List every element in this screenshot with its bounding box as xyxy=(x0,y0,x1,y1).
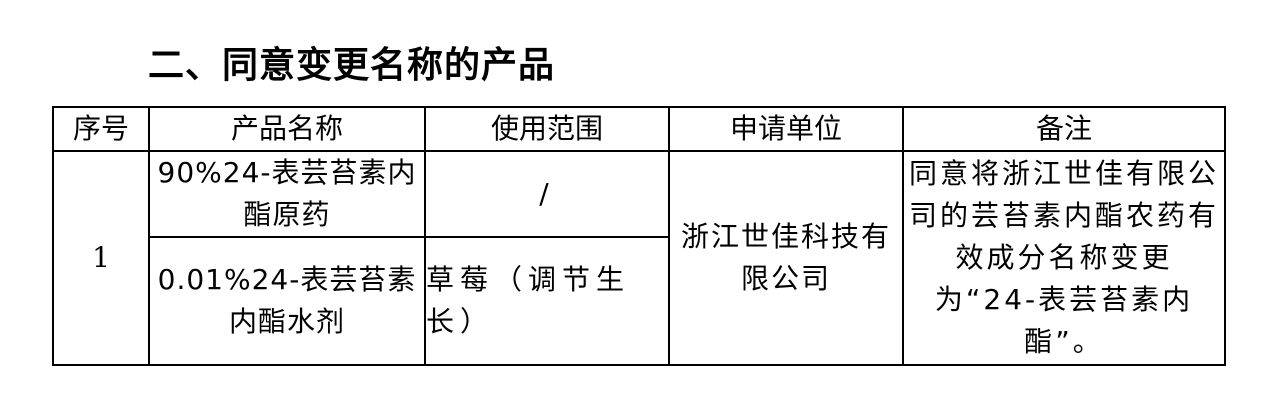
table-row: 0.01%24-表芸苔素内酯水剂 草莓（调节生长） xyxy=(53,236,1225,366)
header-remarks: 备注 xyxy=(902,106,1226,152)
table-header-row: 序号 产品名称 使用范围 申请单位 备注 xyxy=(52,106,1226,152)
product-name-change-table: 序号 产品名称 使用范围 申请单位 备注 1 90%24-表芸苔素内酯原药 / … xyxy=(52,106,1226,366)
cell-seq: 1 xyxy=(52,150,150,366)
table-row: 1 90%24-表芸苔素内酯原药 / 浙江世佳科技有限公司 同意将浙江世佳有限公… xyxy=(52,150,1226,366)
header-seq: 序号 xyxy=(52,106,150,152)
cell-usage-scope-1: / xyxy=(424,150,670,238)
header-usage-scope: 使用范围 xyxy=(424,106,670,152)
cell-product-name-2: 0.01%24-表芸苔素内酯水剂 xyxy=(148,236,426,366)
cell-applicant: 浙江世佳科技有限公司 xyxy=(668,150,904,366)
header-product-name: 产品名称 xyxy=(148,106,426,152)
section-heading: 二、同意变更名称的产品 xyxy=(148,45,556,86)
cell-remarks: 同意将浙江世佳有限公司的芸苔素内酯农药有效成分名称变更为“24-表芸苔素内酯”。 xyxy=(902,150,1226,366)
cell-product-name-1: 90%24-表芸苔素内酯原药 xyxy=(148,150,426,238)
header-applicant: 申请单位 xyxy=(668,106,904,152)
cell-usage-scope-2: 草莓（调节生长） xyxy=(424,236,670,366)
